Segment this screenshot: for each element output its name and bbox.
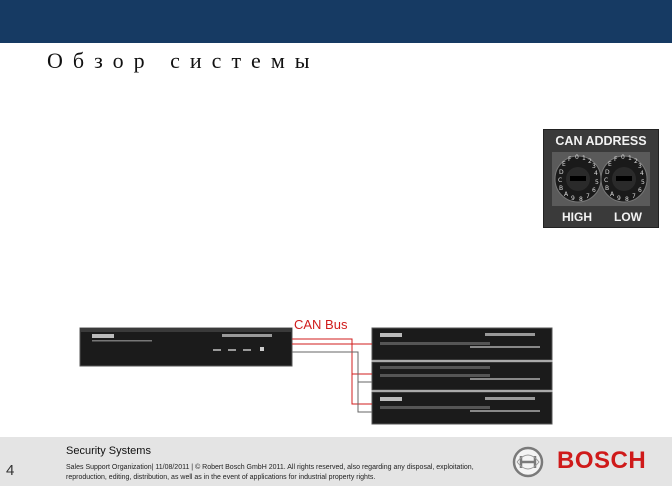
svg-text:9: 9 [571, 195, 575, 202]
header-bar [0, 0, 672, 43]
svg-text:B: B [559, 185, 563, 192]
svg-text:8: 8 [625, 196, 629, 203]
svg-text:8: 8 [579, 196, 583, 203]
high-label: HIGH [562, 210, 592, 224]
amplifier-units [371, 327, 553, 425]
svg-text:7: 7 [632, 193, 636, 200]
low-label: LOW [614, 210, 642, 224]
svg-text:5: 5 [641, 179, 645, 186]
footer-legal-text: Sales Support Organization| 11/08/2011 |… [66, 464, 474, 481]
svg-text:4: 4 [640, 170, 644, 177]
svg-text:6: 6 [592, 187, 596, 194]
svg-text:0: 0 [575, 154, 579, 161]
svg-text:9: 9 [617, 195, 621, 202]
svg-text:A: A [564, 191, 569, 198]
can-bus-diagram [79, 327, 553, 425]
svg-text:A: A [610, 191, 615, 198]
svg-text:D: D [559, 169, 564, 176]
svg-text:F: F [614, 156, 618, 163]
svg-text:C: C [558, 177, 562, 184]
svg-text:6: 6 [638, 187, 642, 194]
svg-text:0: 0 [621, 154, 625, 161]
svg-text:1: 1 [628, 155, 632, 162]
svg-text:D: D [605, 169, 610, 176]
svg-text:3: 3 [592, 163, 596, 170]
footer [0, 437, 672, 486]
svg-text:F: F [568, 156, 572, 163]
svg-text:E: E [562, 161, 566, 168]
svg-text:1: 1 [582, 155, 586, 162]
can-bus-wires [292, 338, 372, 413]
slide-title: Обзор системы [47, 48, 320, 73]
footer-section-title: Security Systems [66, 445, 151, 457]
svg-text:2: 2 [634, 158, 638, 165]
svg-text:5: 5 [595, 179, 599, 186]
svg-text:C: C [604, 177, 608, 184]
bosch-armature-icon [512, 446, 544, 478]
can-address-header: CAN ADDRESS [555, 134, 647, 148]
page-number: 4 [6, 462, 15, 479]
svg-text:2: 2 [588, 158, 592, 165]
svg-text:4: 4 [594, 170, 598, 177]
svg-text:7: 7 [586, 193, 590, 200]
can-bus-label: CAN Bus [294, 317, 348, 332]
svg-text:3: 3 [638, 163, 642, 170]
svg-text:E: E [608, 161, 612, 168]
bosch-logo-text: BOSCH [557, 447, 647, 474]
controller-unit [79, 327, 293, 367]
svg-text:B: B [605, 185, 609, 192]
